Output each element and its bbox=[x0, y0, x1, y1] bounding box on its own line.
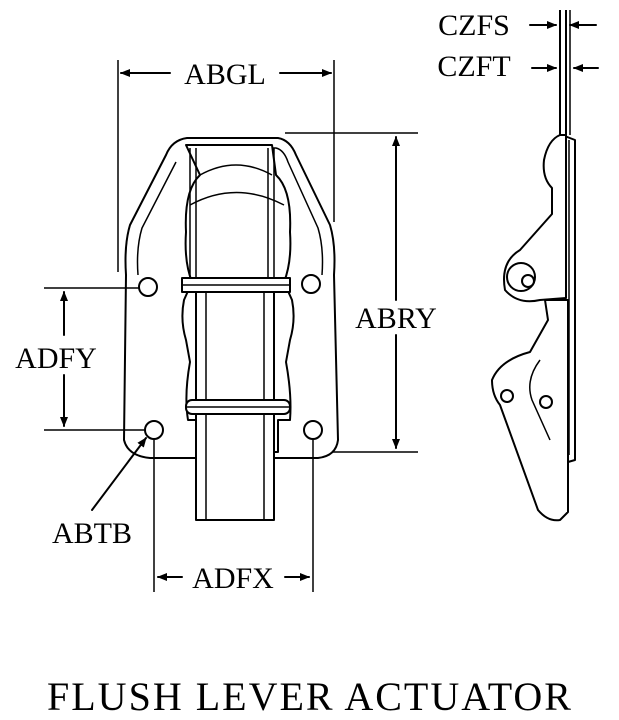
mounting-hole-upper-right bbox=[301, 274, 321, 294]
dimension-abgl: ABGL bbox=[117, 58, 335, 272]
side-plate-lower bbox=[491, 299, 569, 522]
abgl-label: ABGL bbox=[184, 58, 266, 91]
mounting-hole-lower-left bbox=[144, 420, 164, 440]
mounting-hole-lower-right bbox=[303, 420, 323, 440]
dimension-adfx: ADFX bbox=[153, 439, 314, 595]
czft-label: CZFT bbox=[437, 50, 510, 83]
dimension-abtb: ABTB bbox=[52, 437, 147, 550]
side-view: CZFS CZFT bbox=[437, 9, 599, 522]
abtb-label: ABTB bbox=[52, 517, 132, 550]
adfx-label: ADFX bbox=[192, 562, 274, 595]
side-lever-upper bbox=[503, 134, 567, 303]
front-view bbox=[123, 137, 339, 521]
mounting-hole-upper-left bbox=[138, 277, 158, 297]
dimension-adfy: ADFY bbox=[15, 287, 145, 431]
adfy-label: ADFY bbox=[15, 342, 97, 375]
drawing-title: FLUSH LEVER ACTUATOR bbox=[47, 674, 573, 719]
dimension-abry: ABRY bbox=[285, 132, 437, 453]
abry-label: ABRY bbox=[355, 302, 437, 335]
czfs-label: CZFS bbox=[438, 9, 510, 42]
